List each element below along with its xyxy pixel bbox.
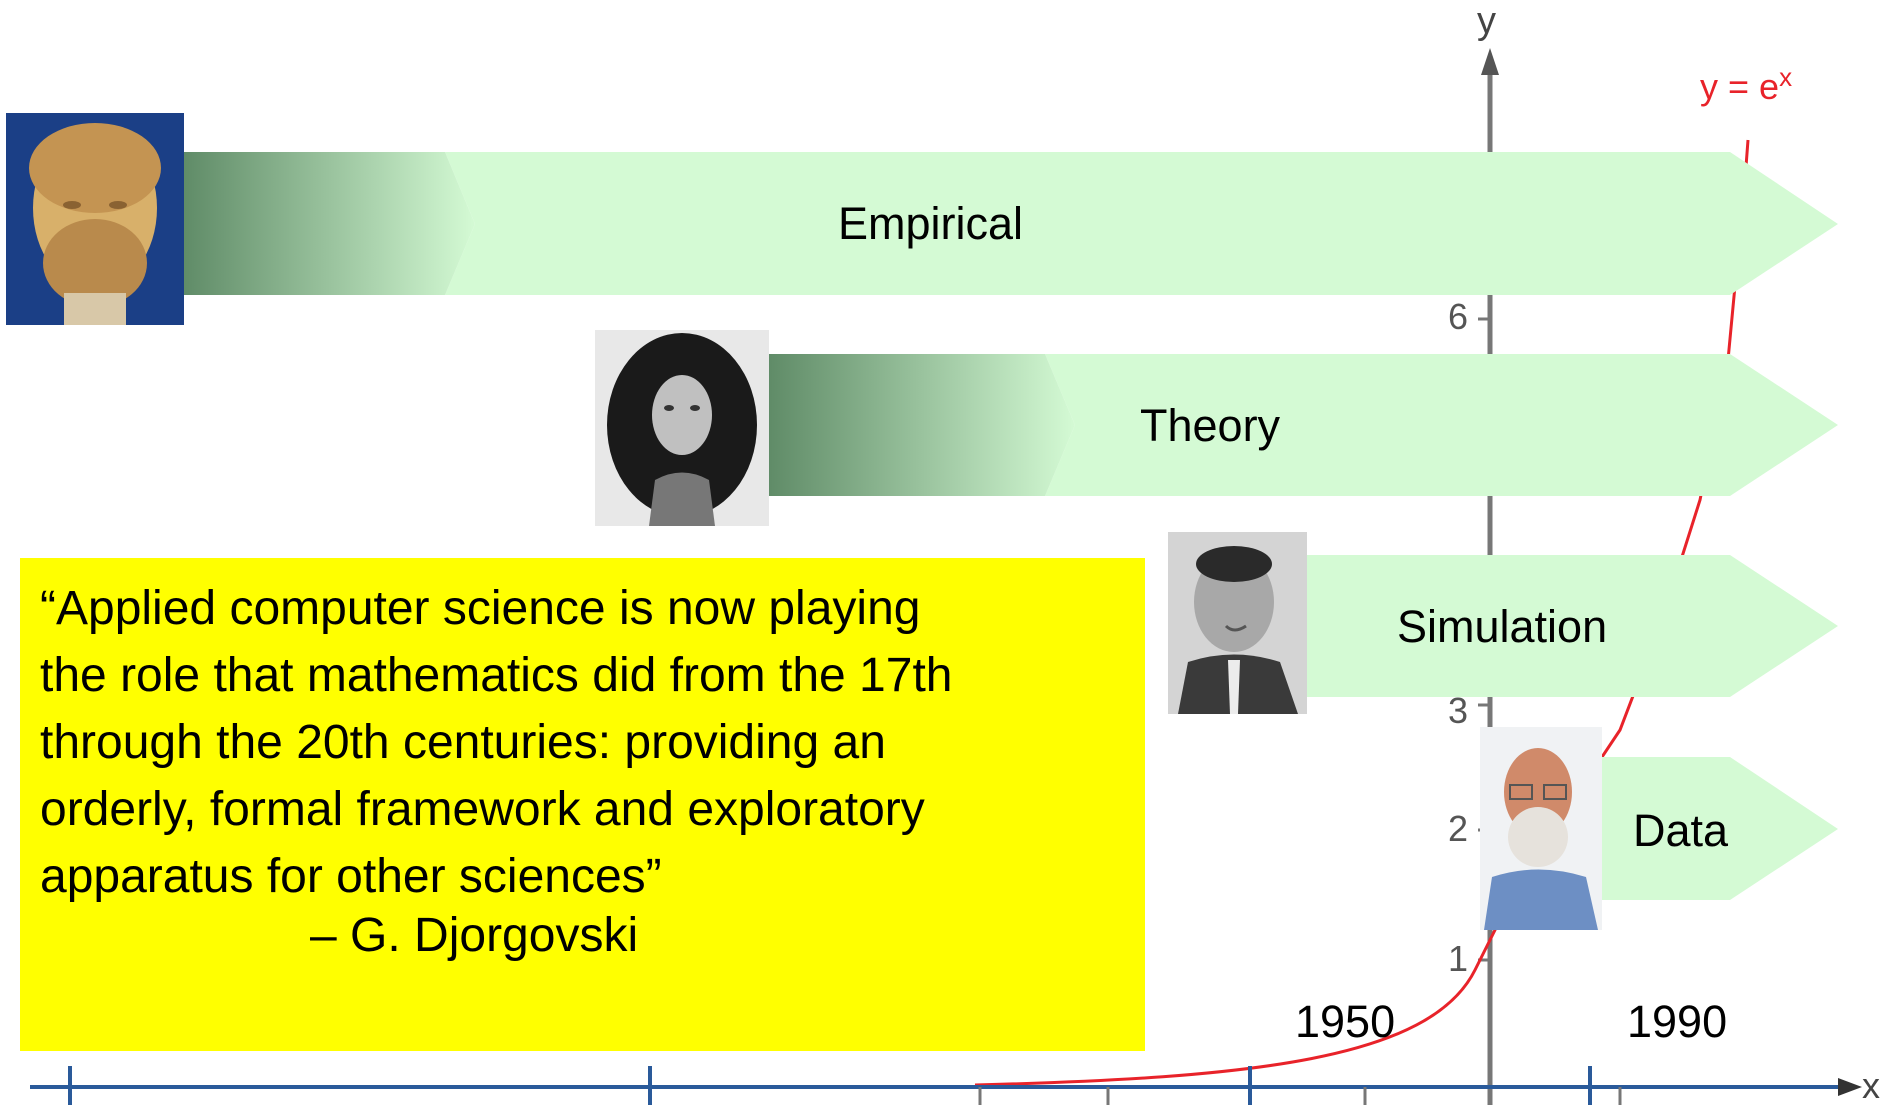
- y-axis-label: y: [1477, 0, 1496, 42]
- curve-label-base: y = e: [1700, 66, 1780, 107]
- aristotle-bust-image: [6, 113, 184, 325]
- von-neumann-photo-image: [1168, 532, 1307, 714]
- y-tick-label-3: 3: [1448, 690, 1469, 731]
- y-tick-label-2: 2: [1448, 808, 1469, 849]
- band-theory-shade: [765, 354, 1075, 496]
- band-simulation-shape: [1305, 555, 1838, 697]
- band-theory-shape: [1045, 354, 1838, 496]
- timeline-year-1950: 1950: [1295, 996, 1396, 1047]
- jim-gray-photo-image: [1480, 727, 1602, 930]
- curve-label: y = ex: [1700, 62, 1792, 108]
- band-empirical-shade: [180, 152, 475, 295]
- quote-attribution: – G. Djorgovski: [310, 909, 639, 962]
- timeline-year-1990: 1990: [1627, 996, 1728, 1047]
- y-tick-label-6: 6: [1448, 296, 1469, 337]
- band-label-simulation: Simulation: [1397, 601, 1608, 652]
- band-label-data: Data: [1633, 805, 1729, 856]
- band-label-empirical: Empirical: [838, 198, 1024, 249]
- band-empirical-shape: [445, 152, 1838, 295]
- timeline-arrow-icon: [1838, 1078, 1862, 1096]
- band-label-theory: Theory: [1140, 400, 1281, 451]
- y-tick-label-1: 1: [1448, 938, 1469, 979]
- x-axis-label: x: [1862, 1065, 1880, 1106]
- leibniz-portrait-image: [595, 330, 769, 526]
- curve-label-exponent: x: [1779, 62, 1793, 92]
- quote-box: [20, 558, 1145, 1051]
- y-axis-arrow-icon: [1481, 48, 1499, 75]
- band-data-shape: [1600, 757, 1838, 900]
- quote-text: “Applied computer science is now playing…: [40, 582, 953, 903]
